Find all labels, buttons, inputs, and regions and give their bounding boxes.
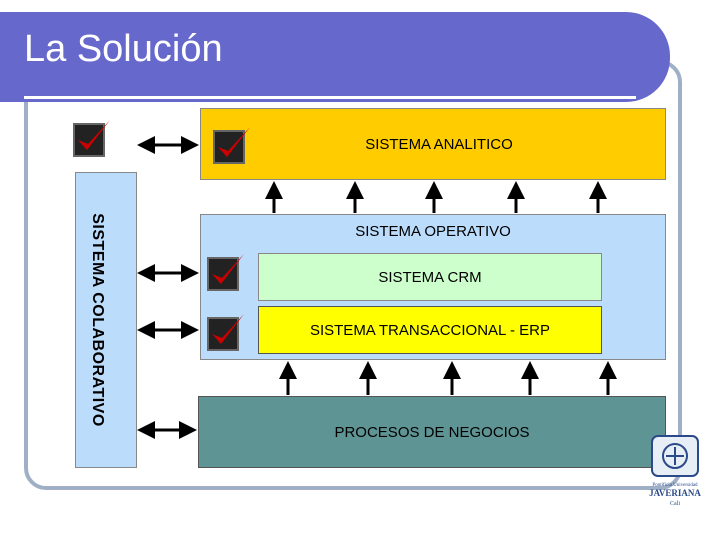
procesos-negocios-box: PROCESOS DE NEGOCIOS [198, 396, 666, 468]
sistema-erp-box: SISTEMA TRANSACCIONAL - ERP [258, 306, 602, 354]
logo-line2: JAVERIANA [649, 488, 701, 498]
checkmark-icon [213, 127, 250, 164]
title-bar [0, 12, 670, 102]
slide-title: La Solución [24, 28, 223, 70]
sistema-crm-box: SISTEMA CRM [258, 253, 602, 301]
sistema-analitico-box: SISTEMA ANALITICO [200, 108, 666, 180]
procesos-negocios-label: PROCESOS DE NEGOCIOS [334, 423, 530, 441]
sistema-analitico-label: SISTEMA ANALITICO [365, 135, 513, 153]
university-logo: Pontificia Universidad JAVERIANA Cali [649, 435, 701, 507]
sistema-crm-label: SISTEMA CRM [378, 268, 482, 286]
checkmark-icon [73, 120, 110, 157]
logo-line1: Pontificia Universidad [652, 483, 698, 488]
checkmark-icon [207, 314, 244, 351]
checkmark-icon [207, 254, 244, 291]
sistema-erp-label: SISTEMA TRANSACCIONAL - ERP [309, 321, 551, 339]
logo-line3: Cali [670, 501, 680, 507]
sistema-colaborativo-box [75, 172, 137, 468]
sistema-operativo-label: SISTEMA OPERATIVO [355, 223, 511, 240]
title-rule [24, 96, 636, 99]
